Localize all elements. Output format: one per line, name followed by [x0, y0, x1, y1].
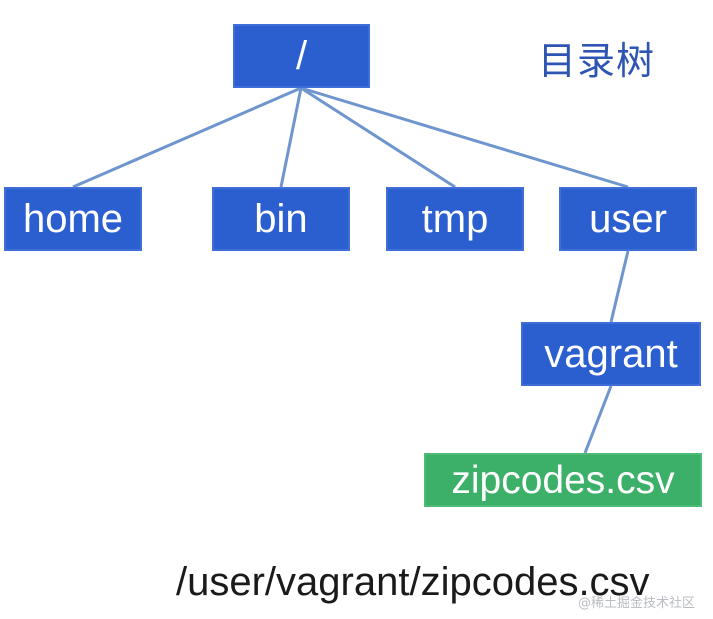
- node-zipcodes-file: zipcodes.csv: [424, 453, 702, 507]
- node-root-directory: /: [233, 24, 370, 88]
- node-bin-directory: bin: [212, 187, 350, 251]
- edge-root-user: [300, 86, 629, 189]
- node-tmp-directory: tmp: [386, 187, 524, 251]
- node-user-directory: user: [559, 187, 697, 251]
- full-path-caption: /user/vagrant/zipcodes.csv: [176, 560, 650, 604]
- watermark-text: @稀土掘金技术社区: [577, 596, 695, 611]
- edge-root-tmp: [300, 86, 456, 189]
- edge-root-bin: [279, 87, 303, 188]
- node-vagrant-directory: vagrant: [521, 322, 701, 386]
- edge-user-vagrant: [609, 250, 630, 323]
- edge-root-home: [72, 86, 302, 189]
- diagram-title: 目录树: [538, 39, 656, 83]
- node-home-directory: home: [4, 187, 142, 251]
- edge-vagrant-file: [583, 385, 613, 454]
